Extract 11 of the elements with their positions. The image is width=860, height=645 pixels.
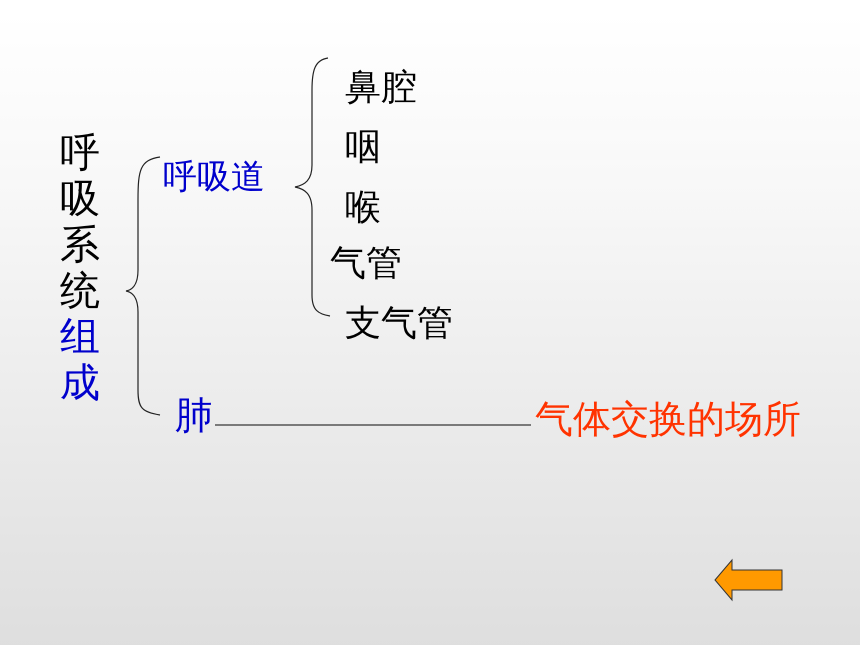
- connector-line: [215, 424, 531, 426]
- title-text: 呼吸系统: [60, 130, 101, 314]
- item-label: 喉: [345, 190, 381, 226]
- category-label: 呼吸道: [163, 160, 265, 194]
- item-label: 支气管: [345, 306, 453, 342]
- title-text: 组成: [60, 314, 101, 406]
- item-label: 气管: [330, 246, 402, 282]
- category-label: 肺: [175, 396, 213, 434]
- item-label: 鼻腔: [345, 70, 417, 106]
- item-label: 咽: [345, 130, 381, 166]
- description-text: 气体交换的场所: [535, 400, 801, 438]
